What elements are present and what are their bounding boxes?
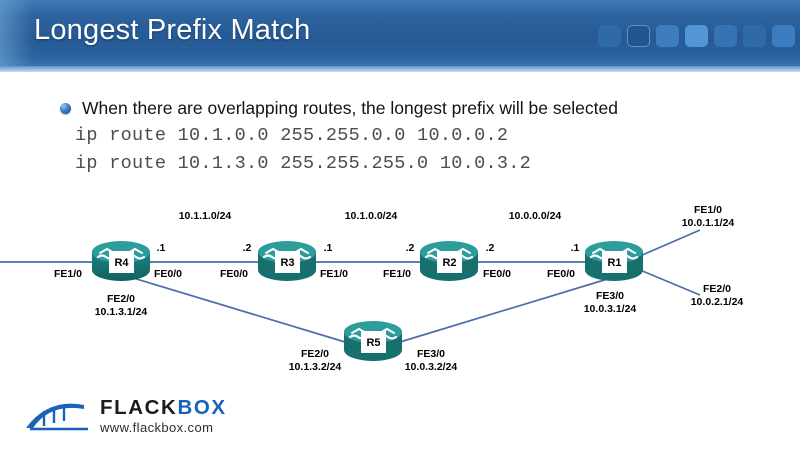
interface-label-r1-fe2-0: FE2/0 (702, 283, 731, 295)
slide-header: Longest Prefix Match (0, 0, 800, 72)
interface-label-r1-fe1-0: FE1/0 (693, 204, 722, 216)
interface-ip-r4-fe2-0: 10.1.3.1/24 (94, 306, 148, 318)
router-label: R2 (442, 257, 456, 269)
subnet-label-r3-r2: 10.1.0.0/24 (344, 210, 398, 222)
header-decoration-squares (598, 25, 795, 47)
flackbox-logo[interactable]: FLACKBOX www.flackbox.com (22, 396, 237, 442)
router-label: R5 (366, 337, 380, 349)
interface-ip-r2-fe1-0: .2 (405, 242, 415, 254)
interface-ip-r1-fe0-0: .1 (570, 242, 580, 254)
flackbox-wordmark: FLACKBOX www.flackbox.com (100, 396, 227, 436)
subnet-label-r2-r1: 10.0.0.0/24 (508, 210, 562, 222)
code-line-2: ip route 10.1.3.0 255.255.255.0 10.0.3.2 (75, 153, 532, 174)
link-r4-r5 (119, 273, 346, 343)
diagram-links (0, 229, 701, 343)
router-label: R3 (280, 257, 294, 269)
interface-ip-r5-fe2-0: 10.1.3.2/24 (288, 361, 342, 373)
interface-label-r3-fe0-0: FE0/0 (219, 268, 248, 280)
link-r1-fe1-stub (639, 229, 701, 257)
router-R5[interactable]: R5 (342, 318, 404, 364)
interface-ip-r1-fe3-0: 10.0.3.1/24 (583, 303, 637, 315)
interface-ip-r2-fe0-0: .2 (485, 242, 495, 254)
header-square-6 (743, 25, 766, 47)
subnet-label-r4-r3: 10.1.1.0/24 (178, 210, 232, 222)
header-underline (0, 66, 800, 72)
logo-brand-part2: BOX (177, 396, 227, 419)
interface-ip-r3-fe1-0: .1 (323, 242, 333, 254)
router-label: R1 (607, 257, 621, 269)
header-square-1 (598, 25, 621, 47)
header-square-3 (656, 25, 679, 47)
header-square-7 (772, 25, 795, 47)
interface-ip-r4-fe0-0: .1 (156, 242, 166, 254)
interface-label-r4-fe1-0: FE1/0 (53, 268, 82, 280)
bullet-item: When there are overlapping routes, the l… (60, 97, 618, 119)
logo-url: www.flackbox.com (100, 420, 214, 435)
link-r5-r1 (399, 273, 625, 343)
interface-label-r3-fe1-0: FE1/0 (319, 268, 348, 280)
router-R3[interactable]: R3 (256, 238, 318, 284)
router-R2[interactable]: R2 (418, 238, 480, 284)
page-title: Longest Prefix Match (34, 14, 311, 46)
interface-label-r2-fe0-0: FE0/0 (482, 268, 511, 280)
router-label: R4 (114, 257, 129, 269)
interface-ip-r3-fe0-0: .2 (242, 242, 252, 254)
network-diagram: R4 R3 R2 (0, 190, 800, 400)
interface-label-r1-fe0-0: FE0/0 (546, 268, 575, 280)
header-square-5 (714, 25, 737, 47)
interface-ip-r1-fe1-0: 10.0.1.1/24 (681, 217, 735, 229)
router-R1[interactable]: R1 (583, 238, 645, 284)
interface-label-r5-fe2-0: FE2/0 (300, 348, 329, 360)
bullet-text: When there are overlapping routes, the l… (82, 98, 618, 118)
interface-label-r5-fe3-0: FE3/0 (416, 348, 445, 360)
interface-ip-r1-fe2-0: 10.0.2.1/24 (690, 296, 744, 308)
router-R4[interactable]: R4 (90, 238, 152, 284)
header-square-2 (627, 25, 650, 47)
interface-label-r4-fe0-0: FE0/0 (153, 268, 182, 280)
interface-ip-r5-fe3-0: 10.0.3.2/24 (404, 361, 458, 373)
header-square-4 (685, 25, 708, 47)
link-r1-fe2-stub (639, 269, 701, 296)
interface-label-r2-fe1-0: FE1/0 (382, 268, 411, 280)
logo-brand-part1: FLACK (100, 396, 178, 419)
interface-label-r1-fe3-0: FE3/0 (595, 290, 624, 302)
interface-label-r4-fe2-0: FE2/0 (106, 293, 135, 305)
bullet-sphere-icon (60, 103, 71, 114)
flackbox-bridge-icon (26, 397, 93, 431)
code-line-1: ip route 10.1.0.0 255.255.0.0 10.0.0.2 (75, 125, 509, 146)
